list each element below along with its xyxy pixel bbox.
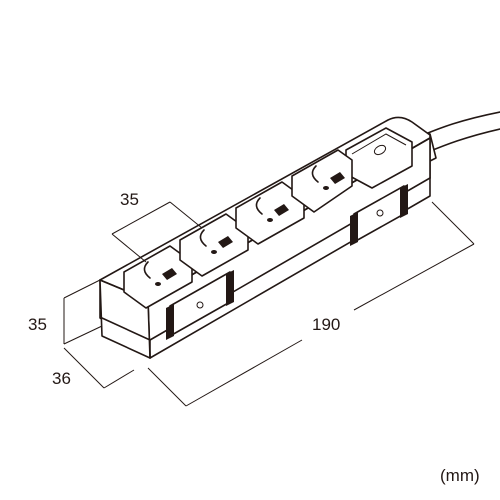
mounting-bracket-left: [166, 270, 234, 340]
socket-4: [291, 149, 353, 213]
socket-pitch-label: 35: [120, 190, 139, 209]
dimension-height: 35: [28, 279, 103, 345]
socket-2: [179, 213, 249, 277]
depth-label: 36: [52, 369, 71, 388]
socket-3: [235, 181, 305, 245]
dimension-length: 190: [147, 201, 475, 407]
length-label: 190: [312, 315, 340, 334]
dimension-socket-pitch: 35: [111, 190, 203, 263]
socket-1: [123, 245, 193, 309]
height-label: 35: [28, 315, 47, 334]
dimension-depth: 36: [52, 347, 135, 389]
unit-label: (mm): [440, 466, 480, 485]
mounting-bracket-right: [350, 184, 408, 246]
